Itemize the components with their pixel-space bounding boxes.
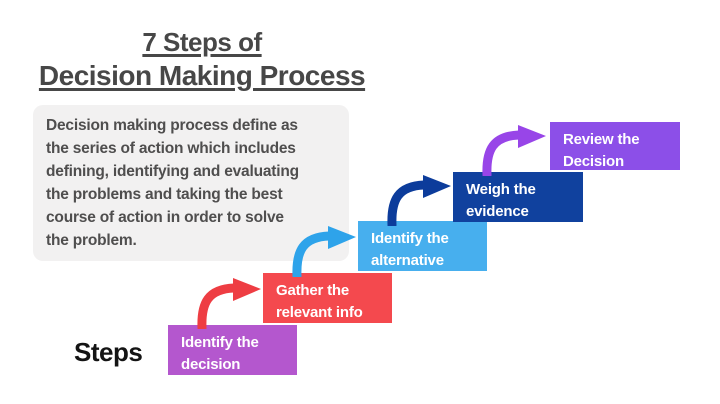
description-line: Decision making process define as	[46, 117, 298, 134]
curved-arrow-icon	[197, 278, 261, 329]
curved-arrow-tail	[482, 130, 524, 176]
curved-arrow-head	[518, 125, 546, 148]
description-line: the problem.	[46, 232, 137, 249]
curved-arrow-tail	[292, 231, 334, 277]
step-label-line: decision	[181, 356, 241, 373]
steps-axis-label: Steps	[74, 337, 143, 367]
description-line: defining, identifying and evaluating	[46, 163, 299, 180]
step-label-line: Weigh the	[466, 181, 536, 198]
curved-arrow-icon	[482, 125, 546, 176]
step-box-identify-the-alternative: Identify the alternative	[358, 221, 487, 271]
curved-arrow-tail	[197, 283, 239, 329]
step-label-line: Gather the	[276, 282, 350, 299]
curved-arrow-head	[423, 175, 451, 198]
step-label-line: alternative	[371, 252, 444, 269]
description-card: Decision making process define as the se…	[33, 105, 349, 261]
title-line-1: 7 Steps of	[142, 27, 262, 57]
step-label-line: Identify the	[181, 334, 259, 351]
curved-arrow-tail	[387, 180, 429, 226]
step-box-gather-the-relevant-info: Gather the relevant info	[263, 273, 392, 323]
step-box-review-the-decision: Review the Decision	[550, 122, 680, 170]
description-line: the series of action which includes	[46, 140, 296, 157]
step-label-line: Review the	[563, 131, 640, 148]
page-title: 7 Steps of Decision Making Process	[0, 26, 404, 93]
step-label-line: Identify the	[371, 230, 449, 247]
curved-arrow-icon	[387, 175, 451, 226]
curved-arrow-head	[328, 226, 356, 249]
step-label-line: relevant info	[276, 304, 363, 321]
step-label-line: Decision	[563, 153, 624, 170]
title-line-2: Decision Making Process	[38, 60, 366, 91]
step-label-line: evidence	[466, 203, 529, 220]
curved-arrow-icon	[292, 226, 356, 277]
step-box-weigh-the-evidence: Weigh the evidence	[453, 172, 583, 222]
description-line: the problems and taking the best	[46, 186, 283, 203]
step-box-identify-the-decision: Identify the decision	[168, 325, 297, 375]
description-line: course of action in order to solve	[46, 209, 284, 226]
curved-arrow-head	[233, 278, 261, 301]
